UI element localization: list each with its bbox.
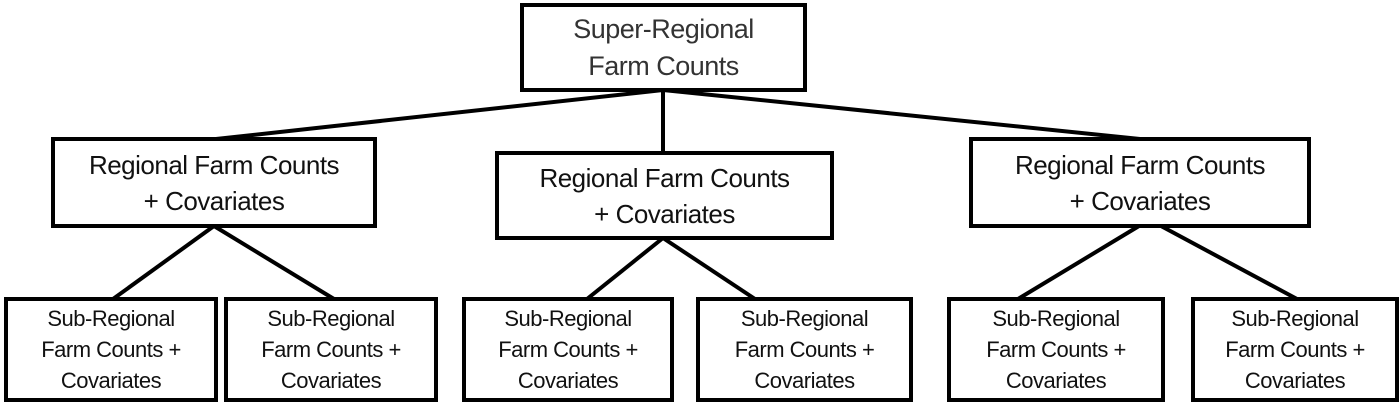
link-region-1-sub-1 xyxy=(111,224,216,301)
node-label: Sub-Regional xyxy=(992,306,1120,331)
node-label: Farm Counts + xyxy=(261,337,401,362)
node-label: Covariates xyxy=(517,368,619,393)
subregional-node-2-2: Sub-Regional Farm Counts + Covariates xyxy=(696,297,913,402)
node-label: Farm Counts + xyxy=(734,337,875,362)
node-label: Regional Farm Counts xyxy=(539,162,790,193)
node-label: Regional Farm Counts xyxy=(1014,149,1266,180)
node-label: Sub-Regional xyxy=(1231,306,1359,331)
subregional-node-1-1: Sub-Regional Farm Counts + Covariates xyxy=(4,297,218,402)
node-label: Super-Regional xyxy=(573,13,754,44)
node-label: Farm Counts + xyxy=(1225,337,1365,362)
node-label: Sub-Regional xyxy=(740,306,869,331)
node-label: Regional Farm Counts xyxy=(88,149,340,180)
node-label: Farm Counts + xyxy=(498,337,638,362)
subregional-node-1-2: Sub-Regional Farm Counts + Covariates xyxy=(224,297,438,402)
node-label: + Covariates xyxy=(594,198,735,229)
link-region-1-sub-2 xyxy=(212,224,336,301)
node-label: + Covariates xyxy=(143,185,285,216)
node-label: Covariates xyxy=(60,368,162,393)
node-label: Farm Counts xyxy=(588,50,739,81)
subregional-node-2-1: Sub-Regional Farm Counts + Covariates xyxy=(462,297,674,402)
regional-node-1: Regional Farm Counts + Covariates xyxy=(51,137,377,228)
node-label: Sub-Regional xyxy=(267,306,395,331)
link-region-3-sub-2 xyxy=(1160,224,1298,301)
node-label: Farm Counts + xyxy=(986,337,1126,362)
regional-node-3: Regional Farm Counts + Covariates xyxy=(969,137,1311,228)
regional-node-2: Regional Farm Counts + Covariates xyxy=(495,151,834,240)
node-label: + Covariates xyxy=(1069,185,1211,216)
link-region-3-sub-1 xyxy=(1016,224,1141,301)
super-regional-node: Super-Regional Farm Counts xyxy=(520,3,807,92)
link-root-region-3 xyxy=(662,88,1141,141)
link-region-2-sub-1 xyxy=(585,236,665,301)
node-label: Sub-Regional xyxy=(504,306,632,331)
node-label: Covariates xyxy=(280,368,382,393)
link-region-2-sub-2 xyxy=(661,236,757,301)
node-label: Farm Counts + xyxy=(41,337,181,362)
node-label: Covariates xyxy=(1005,368,1107,393)
node-label: Covariates xyxy=(754,368,855,393)
subregional-node-3-2: Sub-Regional Farm Counts + Covariates xyxy=(1191,297,1399,402)
subregional-node-3-1: Sub-Regional Farm Counts + Covariates xyxy=(947,297,1165,402)
node-label: Sub-Regional xyxy=(47,306,175,331)
node-label: Covariates xyxy=(1244,368,1346,393)
link-root-region-1 xyxy=(215,88,664,141)
